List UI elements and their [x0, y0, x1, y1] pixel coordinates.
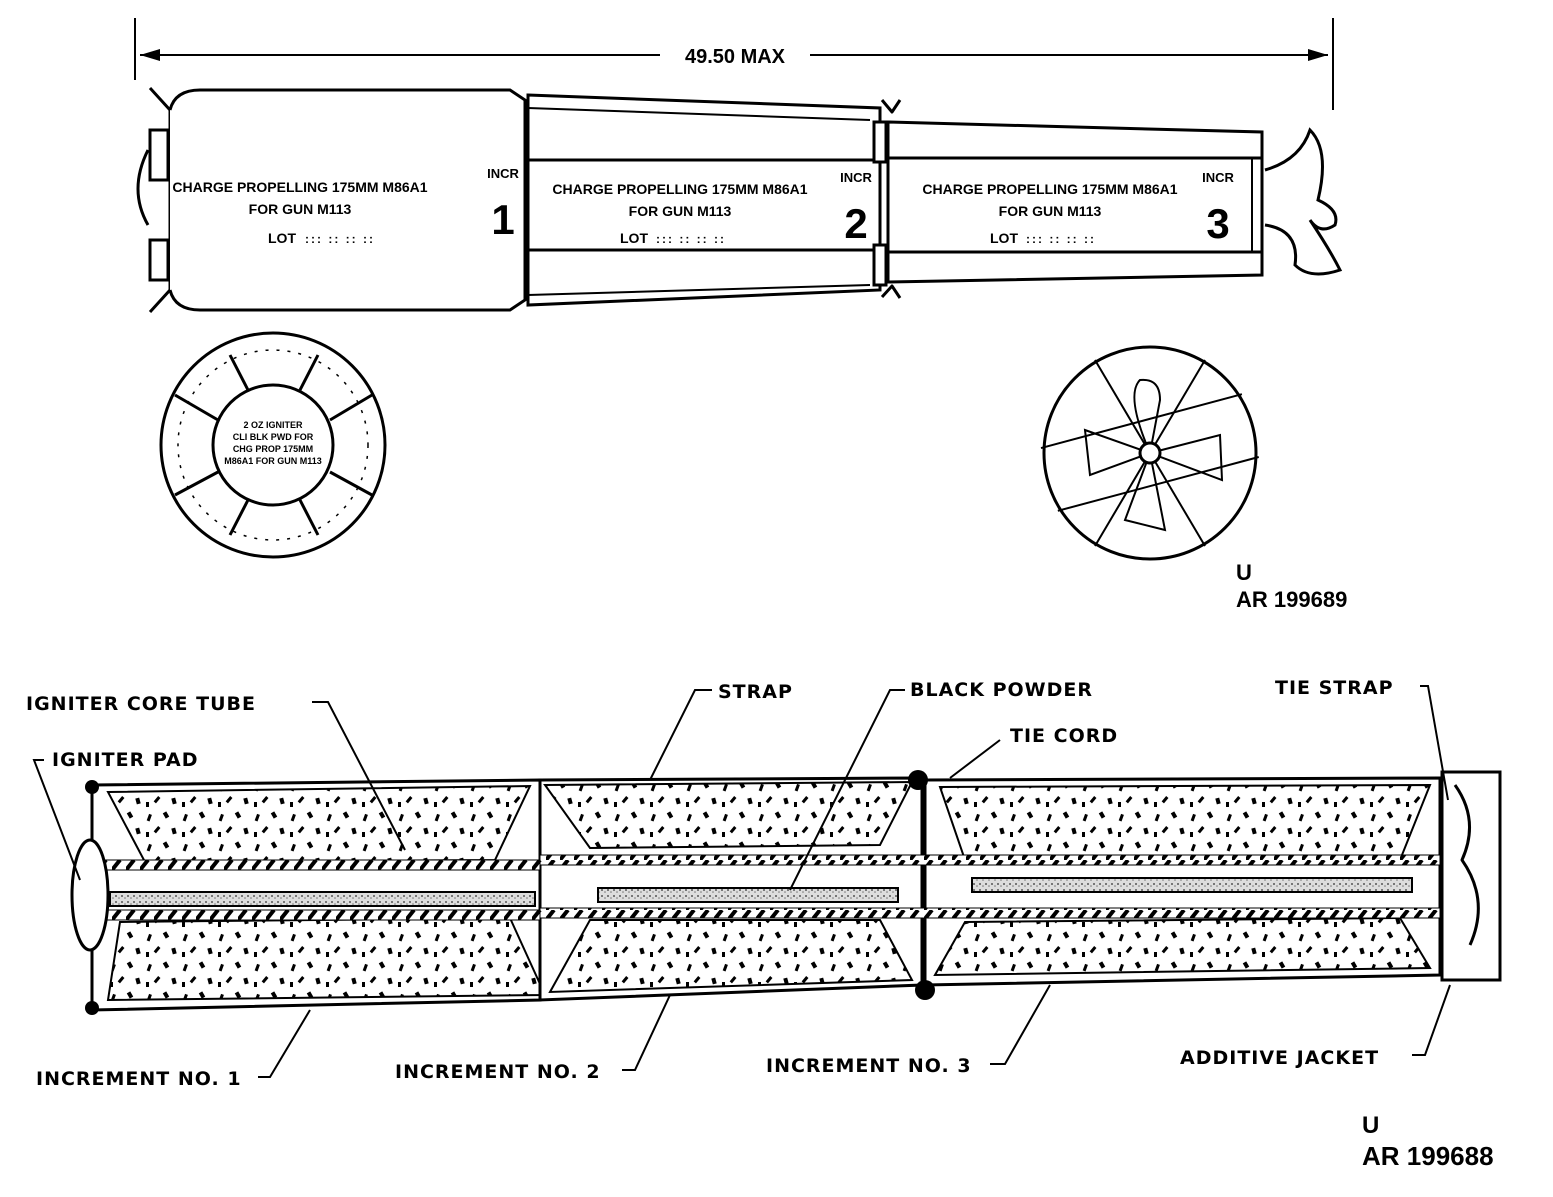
tie-icon	[880, 284, 902, 299]
callout-additive-jacket: ADDITIVE JACKET	[1180, 1047, 1379, 1069]
callout-increment-1: INCREMENT NO. 1	[36, 1068, 242, 1090]
figure-code-bottom-line1: U	[1362, 1112, 1379, 1139]
tie-icon	[880, 99, 902, 114]
callout-increment-2: INCREMENT NO. 2	[395, 1061, 601, 1083]
incr-3-incr-label: INCR	[1202, 170, 1234, 185]
incr-3-line2: FOR GUN M113	[999, 203, 1102, 219]
increment-2-bag: CHARGE PROPELLING 175MM M86A1 FOR GUN M1…	[526, 93, 902, 307]
callout-increment-3: INCREMENT NO. 3	[766, 1055, 972, 1077]
incr-2-lot: LOT	[620, 230, 648, 246]
figure-code-bottom-line2: AR 199688	[1362, 1141, 1494, 1171]
incr-1-line1: CHARGE PROPELLING 175MM M86A1	[172, 179, 427, 195]
incr-1-lot: LOT	[268, 230, 296, 246]
incr-2-line2: FOR GUN M113	[629, 203, 732, 219]
callout-igniter-core-tube: IGNITER CORE TUBE	[26, 693, 256, 715]
dimension-line: 49.50 MAX	[134, 18, 1334, 110]
figure-code-top-line1: U	[1236, 560, 1252, 585]
incr-3-lot: LOT	[990, 230, 1018, 246]
leader-lines	[32, 685, 1451, 1078]
igniter-text-line4: M86A1 FOR GUN M113	[224, 456, 322, 466]
igniter-pad-shape	[70, 838, 110, 952]
top-view: 49.50 MAX CHARGE PROPELLING 175MM M86A1 …	[134, 18, 1347, 612]
incr-2-incr-label: INCR	[840, 170, 872, 185]
tie-cord-knot-icon	[915, 980, 935, 1000]
incr-3-lot-value: ::: :: :: ::	[1026, 232, 1096, 246]
incr-2-line1: CHARGE PROPELLING 175MM M86A1	[552, 181, 807, 197]
incr-1-number: 1	[491, 196, 514, 243]
center-knot-icon	[1138, 441, 1162, 465]
bow-loop-icon	[1133, 378, 1162, 457]
incr-2-number: 2	[844, 200, 867, 247]
incr-3-line1: CHARGE PROPELLING 175MM M86A1	[922, 181, 1177, 197]
incr-1-lot-value: ::: :: :: ::	[305, 232, 375, 246]
callout-tie-strap: TIE STRAP	[1275, 677, 1394, 699]
incr-2-lot-value: ::: :: :: ::	[656, 232, 726, 246]
arrow-left-icon	[140, 49, 160, 61]
igniter-text-line2: CLI BLK PWD FOR	[233, 432, 314, 442]
cutaway-view: IGNITER CORE TUBE IGNITER PAD STRAP BLAC…	[26, 677, 1502, 1171]
incr-1-incr-label: INCR	[487, 166, 519, 181]
igniter-text-line3: CHG PROP 175MM	[233, 444, 313, 454]
incr-1-line2: FOR GUN M113	[249, 201, 352, 217]
arrow-right-icon	[1308, 49, 1328, 61]
figure-code-top-line2: AR 199689	[1236, 587, 1347, 612]
increment-1-bag: CHARGE PROPELLING 175MM M86A1 FOR GUN M1…	[136, 86, 527, 314]
callout-black-powder: BLACK POWDER	[910, 679, 1093, 701]
increment-3-bag: CHARGE PROPELLING 175MM M86A1 FOR GUN M1…	[886, 120, 1343, 284]
tied-end-view	[1040, 345, 1259, 561]
tie-strap-bow-icon	[1264, 127, 1343, 276]
igniter-text-line1: 2 OZ IGNITER	[243, 420, 303, 430]
dimension-label: 49.50 MAX	[685, 46, 786, 68]
incr-3-number: 3	[1206, 200, 1229, 247]
callout-strap: STRAP	[718, 681, 793, 703]
callout-igniter-pad: IGNITER PAD	[52, 749, 198, 771]
igniter-end-view: 2 OZ IGNITER CLI BLK PWD FOR CHG PROP 17…	[159, 331, 387, 559]
charge-body	[70, 770, 1502, 1015]
tie-cord-knot-icon	[908, 770, 928, 790]
tie-strap-icon	[1453, 784, 1480, 946]
callout-tie-cord: TIE CORD	[1010, 725, 1118, 747]
